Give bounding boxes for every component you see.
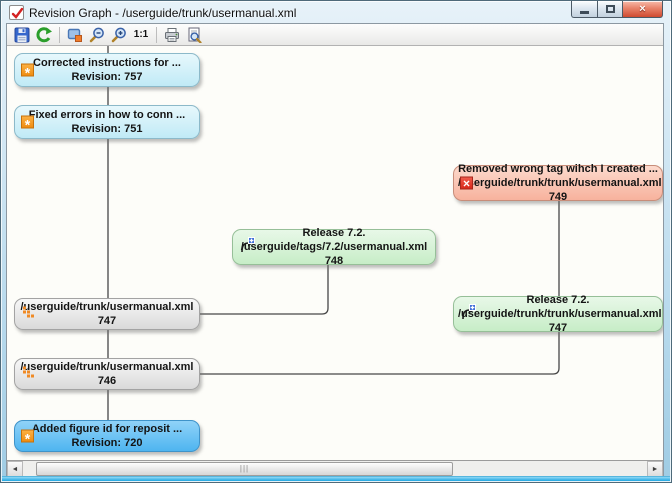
node-message: Removed wrong tag wihch I created ... (458, 163, 658, 175)
maximize-icon (605, 5, 615, 13)
scroll-track[interactable]: ||| (23, 461, 647, 477)
overview-button[interactable] (65, 25, 85, 45)
graph-edges (107, 46, 560, 420)
node-message: Fixed errors in how to conn ... (28, 109, 186, 121)
deleted-icon: × (460, 176, 473, 190)
refresh-icon (36, 26, 52, 42)
titlebar: Revision Graph - /userguide/trunk/userma… (2, 2, 670, 23)
node-revision: Revision: 757 (71, 71, 143, 83)
added-with-history-icon (460, 304, 476, 324)
window-frame-bottom (2, 476, 670, 481)
revision-node-720[interactable]: * Added figure id for reposit ... Revisi… (14, 420, 200, 452)
revision-node-747-trunk[interactable]: /userguide/trunk/usermanual.xml 747 (14, 298, 200, 330)
print-preview-button[interactable] (184, 25, 204, 45)
client-area: 1:1 (6, 23, 664, 478)
node-message: Release 7.2. (526, 294, 590, 306)
print-icon (165, 27, 179, 42)
zoom-in-button[interactable] (109, 25, 129, 45)
save-button[interactable] (12, 25, 32, 45)
toolbar-separator (156, 26, 157, 43)
zoom-out-icon (89, 27, 104, 42)
added-with-history-icon (239, 237, 255, 257)
node-message: Added figure id for reposit ... (31, 423, 183, 435)
revision-node-757[interactable]: * Corrected instructions for ... Revisio… (14, 53, 200, 87)
app-icon (9, 5, 24, 20)
overview-icon (67, 28, 82, 42)
scroll-left-button[interactable]: ◄ (7, 461, 23, 477)
refresh-button[interactable] (34, 25, 54, 45)
zoom-out-button[interactable] (87, 25, 107, 45)
zoom-100-button[interactable]: 1:1 (133, 29, 149, 40)
node-message: Release 7.2. (302, 227, 366, 239)
tree-icon (21, 305, 35, 323)
close-button[interactable]: × (623, 1, 663, 18)
save-icon (14, 27, 30, 42)
zoom-in-icon (111, 27, 126, 42)
node-path: /userguide/trunk/usermanual.xml 747 (20, 301, 194, 327)
node-revision: Revision: 720 (71, 437, 143, 449)
print-preview-icon (188, 27, 202, 43)
modified-icon: * (21, 63, 34, 80)
revision-node-746[interactable]: /userguide/trunk/usermanual.xml 746 (14, 358, 200, 390)
horizontal-scrollbar: ◄ ||| ► (7, 460, 663, 477)
maximize-button[interactable] (597, 1, 623, 18)
tree-icon (21, 365, 35, 383)
node-revision: Revision: 751 (71, 123, 143, 135)
window-title: Revision Graph - /userguide/trunk/userma… (29, 5, 297, 20)
node-path: /userguide/trunk/trunk/usermanual.xml 74… (458, 308, 662, 334)
window-controls: × (571, 1, 663, 18)
revision-node-751[interactable]: * Fixed errors in how to conn ... Revisi… (14, 105, 200, 139)
node-path: /userguide/trunk/trunk/usermanual.xml 74… (458, 177, 662, 203)
graph-canvas[interactable]: * Corrected instructions for ... Revisio… (7, 46, 663, 460)
scroll-thumb-grip: ||| (239, 464, 250, 473)
minimize-button[interactable] (571, 1, 597, 18)
graph-view: * Corrected instructions for ... Revisio… (7, 46, 663, 477)
node-message: Corrected instructions for ... (33, 57, 181, 69)
scroll-right-button[interactable]: ► (647, 461, 663, 477)
node-path: /userguide/trunk/usermanual.xml 746 (20, 361, 194, 387)
revision-node-748[interactable]: Release 7.2. /userguide/tags/7.2/userman… (232, 227, 436, 267)
scroll-thumb[interactable]: ||| (36, 462, 453, 476)
node-path: /userguide/tags/7.2/usermanual.xml 748 (240, 241, 428, 267)
minimize-icon (580, 10, 589, 14)
revision-node-749[interactable]: × Removed wrong tag wihch I created ... … (453, 163, 663, 203)
revision-node-747-branch[interactable]: Release 7.2. /userguide/trunk/trunk/user… (453, 294, 663, 334)
toolbar-separator (59, 26, 60, 43)
close-icon: × (639, 3, 646, 15)
modified-icon: * (21, 115, 34, 132)
toolbar: 1:1 (7, 24, 663, 46)
print-button[interactable] (162, 25, 182, 45)
modified-icon: * (21, 429, 34, 446)
